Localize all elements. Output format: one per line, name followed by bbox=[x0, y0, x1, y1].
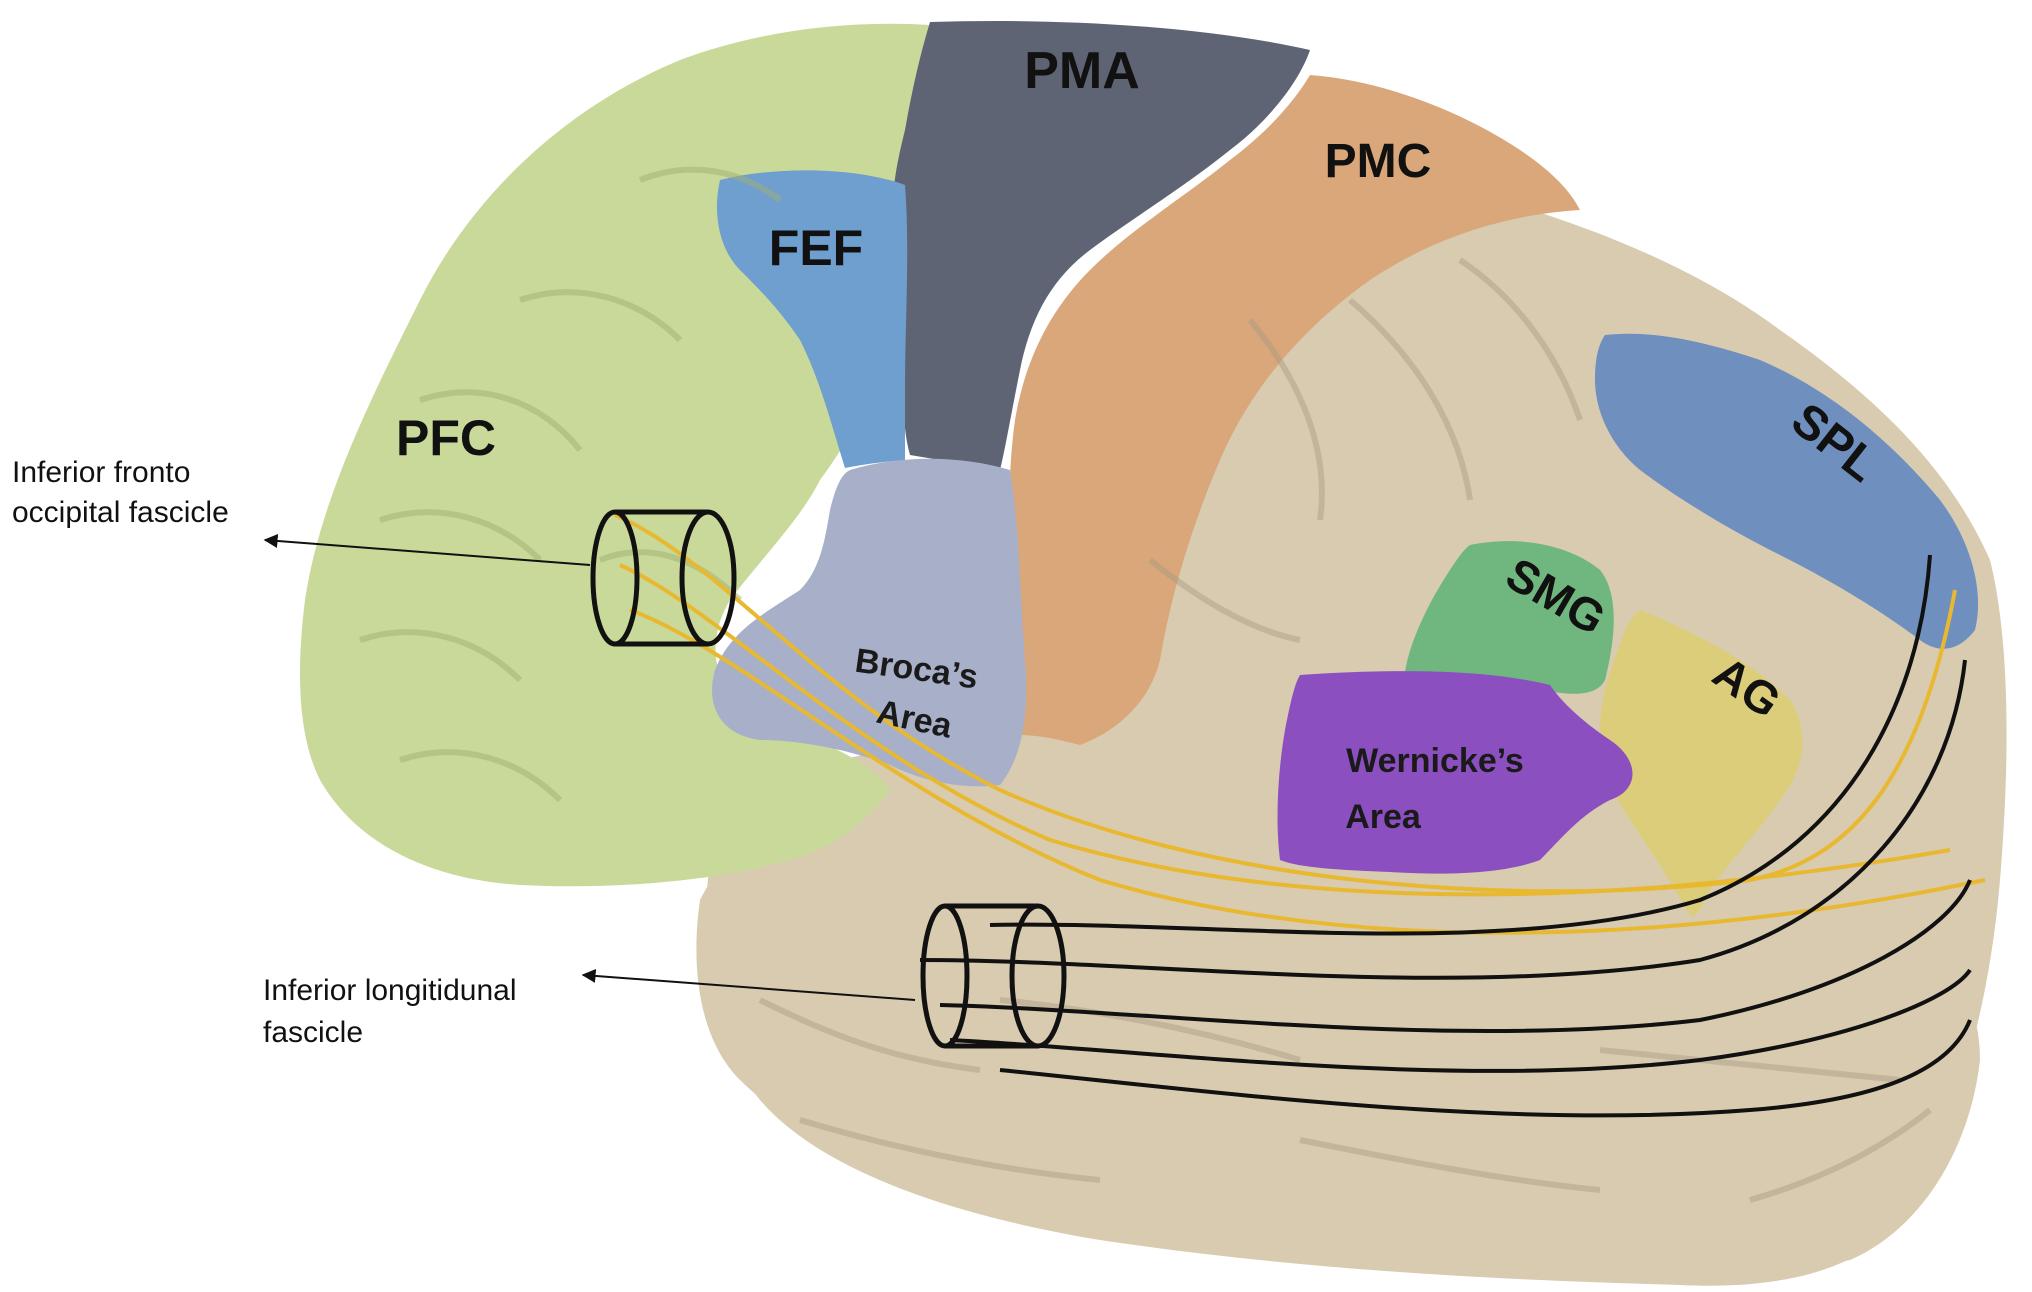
prefrontal-gyri-texture bbox=[359, 166, 782, 803]
region-premotor-area bbox=[893, 20, 1310, 471]
ilf-arrow bbox=[581, 968, 916, 1001]
region-primary-motor bbox=[1008, 75, 1580, 745]
label-fef: FEF bbox=[769, 220, 863, 276]
region-wernicke bbox=[1277, 671, 1633, 874]
ilf-label-line2: fascicle bbox=[263, 1016, 363, 1049]
ifof-tract bbox=[614, 513, 1986, 935]
label-pmc: PMC bbox=[1325, 135, 1432, 188]
ifof-cylinder bbox=[590, 509, 737, 647]
label-wernicke-line1: Wernicke’s bbox=[1346, 742, 1524, 780]
ifof-label-line2: occipital fascicle bbox=[12, 496, 229, 529]
region-superior-parietal bbox=[1595, 333, 1979, 649]
label-pfc: PFC bbox=[396, 410, 496, 466]
region-prefrontal bbox=[300, 23, 930, 887]
region-supramarginal bbox=[1405, 541, 1614, 694]
label-pma: PMA bbox=[1024, 42, 1140, 100]
region-frontal-eye-field bbox=[716, 170, 908, 468]
ilf-label-line1: Inferior longitidunal bbox=[263, 974, 517, 1007]
temporal-lobe bbox=[696, 790, 1980, 1280]
ifof-label-line1: Inferior fronto bbox=[12, 456, 190, 489]
ifof-arrow bbox=[263, 533, 591, 566]
ilf-tract bbox=[919, 554, 1972, 1118]
label-wernicke-line2: Area bbox=[1345, 798, 1422, 836]
gyri-texture bbox=[758, 257, 1932, 1203]
ilf-cylinder bbox=[920, 903, 1067, 1049]
region-angular bbox=[1600, 610, 1803, 917]
